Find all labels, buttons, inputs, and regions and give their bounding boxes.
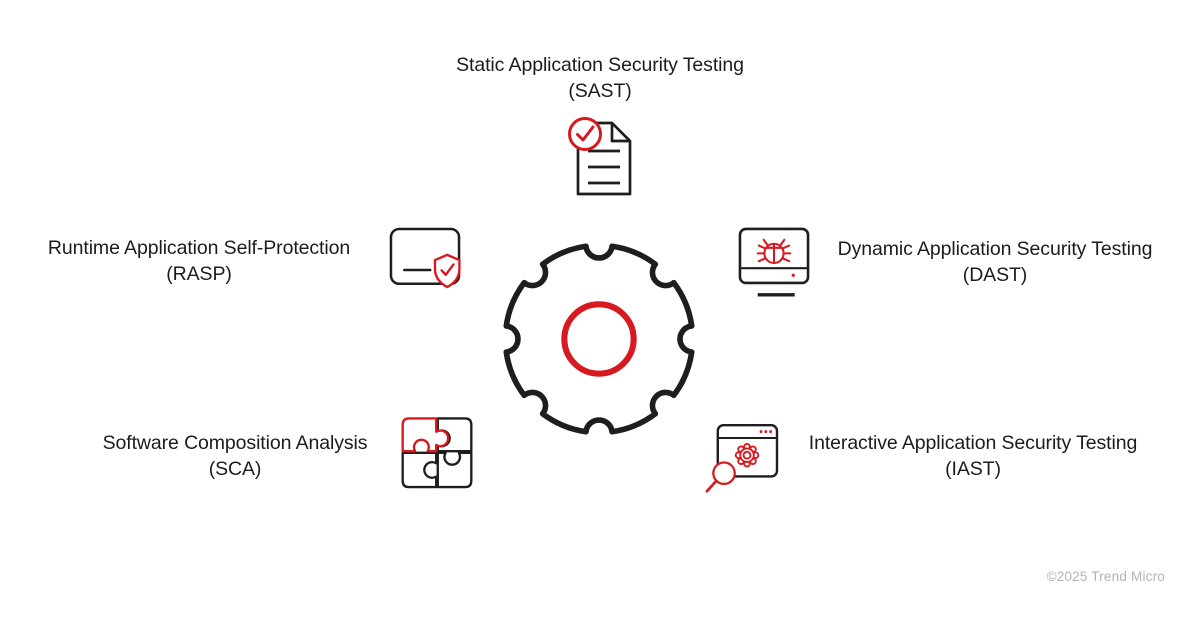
check-badge <box>568 117 602 151</box>
node-title: Runtime Application Self-Protection <box>47 237 351 259</box>
puzzle-piece-bottom-right <box>436 451 473 489</box>
node-label-iast: Interactive Application Security Testing… <box>783 431 1163 482</box>
node-label-dast: Dynamic Application Security Testing (DA… <box>815 237 1175 288</box>
puzzle-piece-bottom-left <box>401 451 438 489</box>
node-title: Interactive Application Security Testing <box>808 432 1138 454</box>
node-abbr: (RASP) <box>166 262 232 285</box>
node-label-rasp: Runtime Application Self-Protection (RAS… <box>14 236 384 287</box>
node-abbr: (SAST) <box>568 79 632 102</box>
card-outline <box>389 227 461 285</box>
puzzle-pieces-icon <box>401 417 473 489</box>
monitor <box>738 227 810 297</box>
gear-outline <box>503 243 695 435</box>
node-title: Static Application Security Testing <box>456 54 744 76</box>
browser-gear-magnifier-icon <box>705 424 779 493</box>
copyright-text: ©2025 Trend Micro <box>1046 569 1165 584</box>
node-abbr: (IAST) <box>945 457 1001 480</box>
monitor-bug-icon <box>738 227 810 297</box>
node-label-sca: Software Composition Analysis (SCA) <box>55 431 415 482</box>
document <box>576 121 632 196</box>
status-dot <box>791 273 795 277</box>
browser-window <box>716 424 779 478</box>
magnifier <box>705 461 736 493</box>
node-title: Dynamic Application Security Testing <box>837 238 1153 260</box>
node-abbr: (DAST) <box>962 263 1028 286</box>
bug <box>756 238 792 265</box>
shield-check <box>433 253 461 289</box>
node-label-sast: Static Application Security Testing (SAS… <box>300 53 900 104</box>
node-abbr: (SCA) <box>208 457 262 480</box>
document-check-icon <box>568 117 632 196</box>
gear-hub-circle <box>561 301 637 377</box>
gear-icon <box>503 243 695 435</box>
card-shield-icon <box>389 227 461 289</box>
gear-small <box>734 442 760 468</box>
puzzle-piece-top-left <box>401 417 450 453</box>
node-title: Software Composition Analysis <box>102 432 368 454</box>
